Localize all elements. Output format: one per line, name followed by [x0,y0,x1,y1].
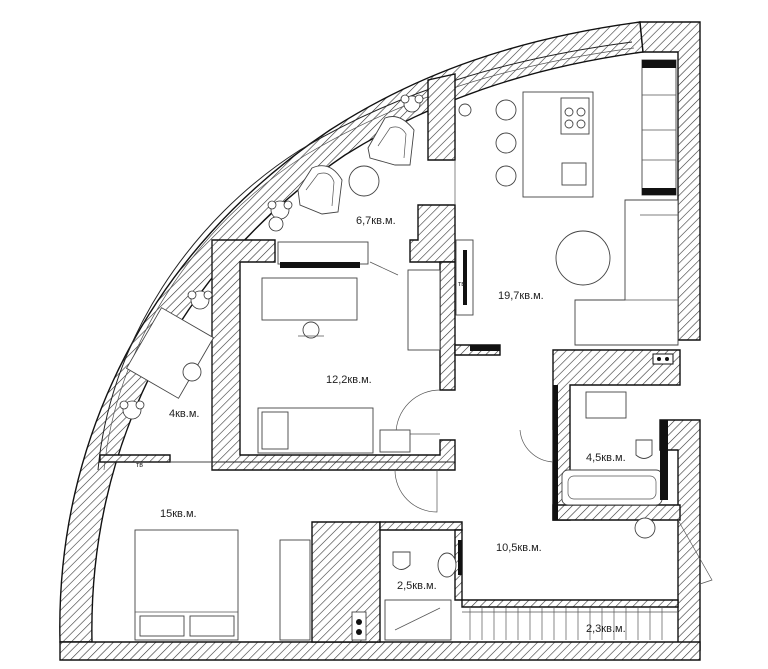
hall-plant [634,517,656,539]
area-label-storage: 2,3кв.м. [586,623,626,635]
desk-chair [302,321,320,339]
study-desk [261,277,358,321]
side-table [348,165,380,197]
dining-table [555,230,611,286]
core-wall [311,521,381,643]
bar-stool-2 [495,132,517,154]
door-swing-bedroom [395,389,441,435]
toilet-wc [392,551,411,570]
door-swing-hall [394,469,438,513]
storage-shelving [462,607,678,640]
tv-tag-living: тв [458,281,465,288]
bedroom-small-walls [211,239,456,471]
bottom-exterior-wall [59,641,701,661]
armchair-1 [367,116,415,166]
door-swing-bath [519,429,554,463]
wardrobe-small [407,269,441,351]
door-swing-balcony [677,519,713,585]
bedroom-shelf [379,429,411,453]
kitchen-sink [561,162,587,186]
area-label-master-bedroom: 15кв.м. [160,508,197,520]
loggia-shelf [277,241,369,265]
area-label-office: 4кв.м. [169,408,200,420]
loggia-partition-wall [427,73,456,161]
area-label-living-kitchen: 19,7кв.м. [498,290,544,302]
tv-tag-bedroom: тв [136,462,143,469]
wc-sink [437,552,457,578]
nightstand [279,539,311,641]
toilet-bath [635,439,653,459]
bar-stool-3 [495,165,517,187]
armchair-2 [297,165,343,215]
area-label-wc: 2,5кв.м. [397,580,437,592]
kitchen-cabinets [641,59,677,196]
shower-tray [384,599,452,641]
area-label-hall: 10,5кв.м. [496,542,542,554]
area-label-bedroom-small: 12,2кв.м. [326,374,372,386]
heated-rail [652,353,674,365]
plant-icons [119,94,424,420]
bar-stool-1 [495,99,517,121]
bathtub [561,469,663,506]
area-label-loggia: 6,7кв.м. [356,215,396,227]
area-label-bathroom: 4,5кв.м. [586,452,626,464]
facade-glazing-line [97,41,633,471]
office-chair [182,362,202,382]
cooktop [560,97,590,135]
